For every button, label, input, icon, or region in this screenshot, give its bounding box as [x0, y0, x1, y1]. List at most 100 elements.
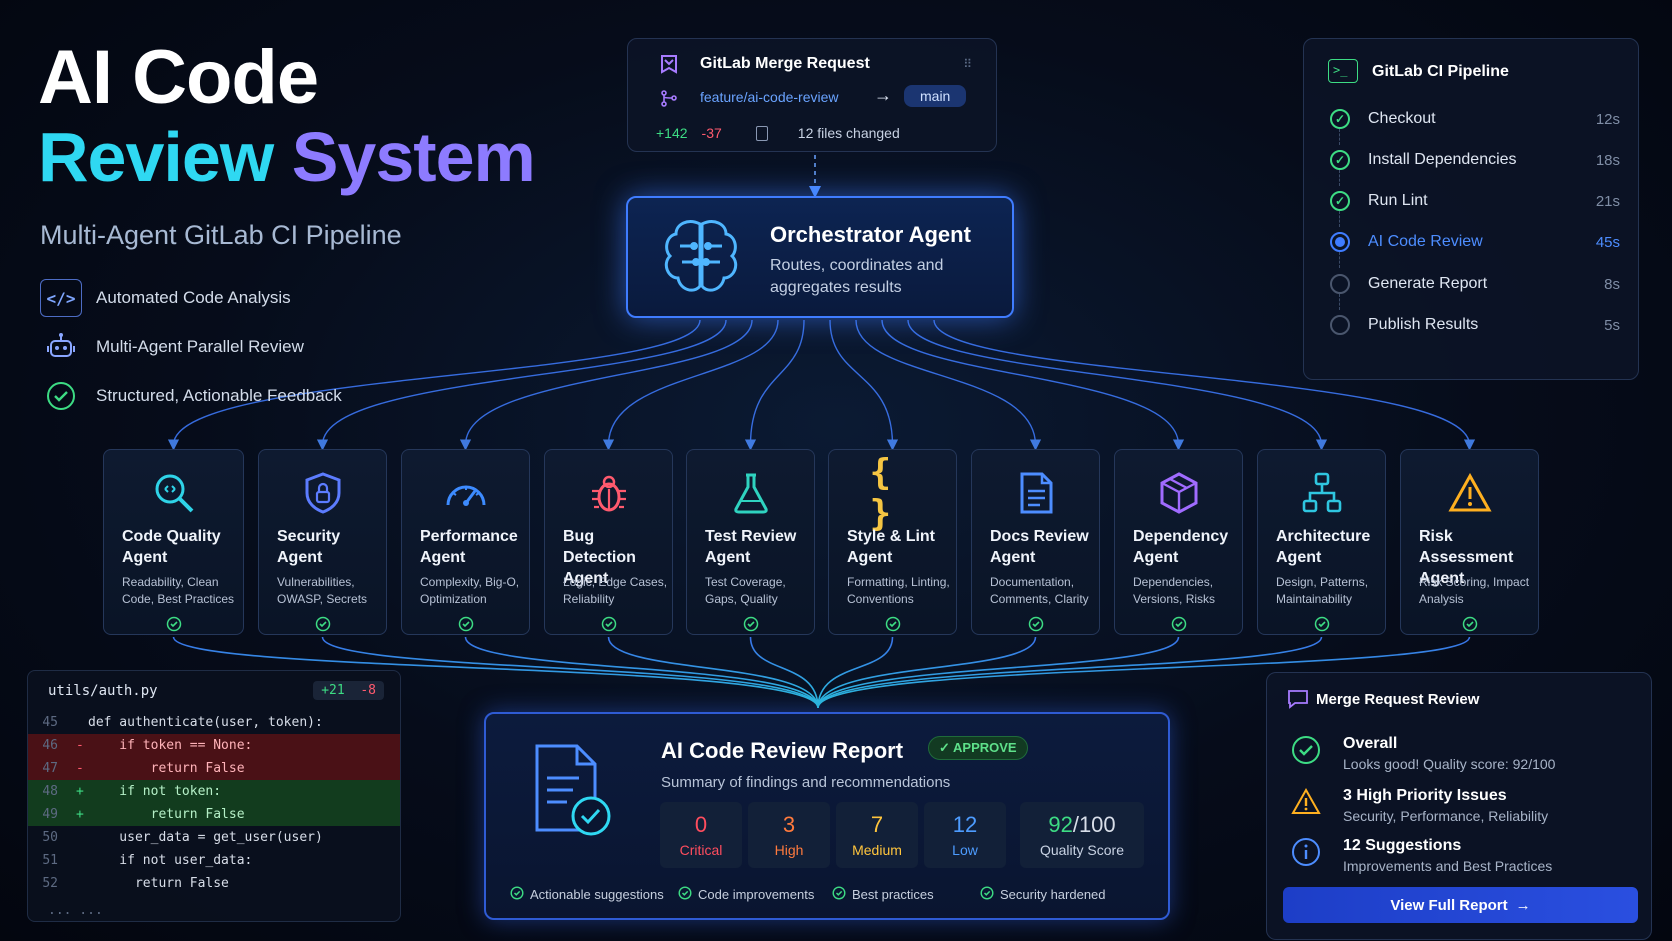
- line-number: 48: [42, 784, 58, 799]
- orchestrator-to-agent-connector: [602, 319, 779, 451]
- agent-card[interactable]: Dependency Agent Dependencies, Versions,…: [1114, 449, 1243, 635]
- flask-icon: [728, 470, 774, 516]
- view-report-label: View Full Report: [1390, 896, 1508, 914]
- severity-label: Medium: [852, 842, 902, 858]
- page-title-line2: Review System: [38, 122, 536, 192]
- agent-card[interactable]: Code Quality Agent Readability, Clean Co…: [103, 449, 244, 635]
- orchestrator-agent-card[interactable]: Orchestrator Agent Routes, coordinates a…: [626, 196, 1014, 318]
- merge-request-card[interactable]: GitLab Merge Request ⠿ feature/ai-code-r…: [627, 38, 997, 152]
- agent-card[interactable]: Performance Agent Complexity, Big-O, Opt…: [401, 449, 530, 635]
- check-circle-icon: [1314, 616, 1330, 637]
- shield-lock-icon: [300, 470, 346, 516]
- info-icon: [1291, 837, 1321, 874]
- diff-deletions: -8: [360, 683, 376, 698]
- agent-to-report-connector: [817, 636, 894, 709]
- pipeline-stage[interactable]: Publish Results 5s: [1330, 310, 1620, 340]
- file-icon: [755, 125, 768, 141]
- report-check-item: Best practices: [832, 886, 934, 903]
- agent-card[interactable]: Security Agent Vulnerabilities, OWASP, S…: [258, 449, 387, 635]
- review-report-card[interactable]: AI Code Review Report ✓ APPROVE Summary …: [484, 712, 1170, 920]
- agent-card[interactable]: Architecture Agent Design, Patterns, Mai…: [1257, 449, 1386, 635]
- score-suffix: /100: [1072, 812, 1116, 837]
- feature-item: Multi-Agent Parallel Review: [40, 328, 304, 366]
- report-check-item: Security hardened: [980, 886, 1106, 903]
- code-line: 51 if not user_data:: [28, 849, 400, 872]
- stage-duration: 21s: [1595, 192, 1620, 210]
- stage-connector: [1339, 294, 1340, 310]
- severity-label: Low: [952, 842, 978, 858]
- agent-card[interactable]: Docs Review Agent Documentation, Comment…: [971, 449, 1100, 635]
- code-line: 48+ if not token:: [28, 780, 400, 803]
- review-item-desc: Looks good! Quality score: 92/100: [1343, 756, 1556, 772]
- agent-name: Code Quality Agent: [122, 528, 221, 566]
- stage-label: Publish Results: [1368, 316, 1479, 333]
- agent-description: Dependencies, Versions, Risks: [1133, 575, 1216, 606]
- drag-handle-icon: ⠿: [963, 57, 972, 71]
- review-item-title: 3 High Priority Issues: [1343, 787, 1507, 804]
- orchestrator-description: Routes, coordinates and aggregates resul…: [770, 257, 944, 296]
- review-item-desc: Improvements and Best Practices: [1343, 858, 1553, 874]
- speedometer-icon: [443, 470, 489, 516]
- stage-duration: 8s: [1604, 275, 1620, 293]
- hierarchy-icon: [1299, 470, 1345, 516]
- feature-label: Structured, Actionable Feedback: [96, 386, 342, 405]
- stage-connector: [1339, 211, 1340, 227]
- chat-bubble-icon: [1287, 689, 1309, 714]
- source-branch[interactable]: feature/ai-code-review: [700, 89, 839, 105]
- line-number: 47: [42, 761, 58, 776]
- code-line: 47- return False: [28, 757, 400, 780]
- agent-to-report-connector: [607, 636, 819, 709]
- target-branch[interactable]: main: [904, 85, 967, 107]
- stage-duration: 12s: [1595, 110, 1620, 128]
- agent-description: Logic, Edge Cases, Reliability: [563, 575, 668, 606]
- branch-icon: [660, 89, 678, 112]
- severity-count: 7: [870, 812, 884, 837]
- agent-name: Architecture Agent: [1276, 528, 1371, 566]
- code-text: if not token:: [88, 784, 222, 799]
- warning-icon: [1291, 787, 1321, 824]
- agent-card[interactable]: { } Style & Lint Agent Formatting, Linti…: [828, 449, 957, 635]
- orchestrator-to-agent-connector: [907, 319, 1328, 451]
- agent-name: Performance Agent: [420, 528, 518, 566]
- view-full-report-button[interactable]: View Full Report→: [1283, 887, 1638, 923]
- stage-duration: 45s: [1595, 233, 1620, 251]
- agent-to-report-connector: [817, 636, 1471, 709]
- line-number: 52: [42, 876, 58, 891]
- check-circle-icon: [458, 616, 474, 637]
- stage-duration: 5s: [1604, 316, 1620, 334]
- check-circle-icon: [1462, 616, 1478, 637]
- diff-filename[interactable]: utils/auth.py: [48, 683, 158, 699]
- agent-description: Readability, Clean Code, Best Practices: [122, 575, 235, 606]
- stage-connector: [1339, 129, 1340, 145]
- agent-card[interactable]: Bug Detection Agent Logic, Edge Cases, R…: [544, 449, 673, 635]
- diff-marker: -: [76, 738, 84, 753]
- code-text: return False: [88, 876, 229, 891]
- agent-to-report-connector: [749, 636, 819, 709]
- check-circle-icon: [885, 616, 901, 637]
- merge-request-title: GitLab Merge Request: [700, 55, 870, 72]
- review-title: Merge Request Review: [1316, 691, 1480, 708]
- agent-to-report-connector: [321, 636, 819, 709]
- agent-description: Design, Patterns, Maintainability: [1276, 575, 1369, 606]
- diff-marker: -: [76, 761, 84, 776]
- report-document-icon: [531, 742, 621, 847]
- code-text: def authenticate(user, token):: [88, 715, 323, 730]
- review-item-desc: Security, Performance, Reliability: [1343, 808, 1549, 824]
- line-number: 51: [42, 853, 58, 868]
- pending-circle-icon: [1330, 315, 1350, 335]
- code-line: 49+ return False: [28, 803, 400, 826]
- brain-icon: [658, 216, 744, 303]
- agent-card[interactable]: Test Review Agent Test Coverage, Gaps, Q…: [686, 449, 815, 635]
- deletions-count: -37: [701, 125, 722, 141]
- title-word-review: Review: [38, 118, 274, 196]
- line-number: 50: [42, 830, 58, 845]
- agent-card[interactable]: Risk Assessment Agent Risk Scoring, Impa…: [1400, 449, 1539, 635]
- code-text: if token == None:: [88, 738, 253, 753]
